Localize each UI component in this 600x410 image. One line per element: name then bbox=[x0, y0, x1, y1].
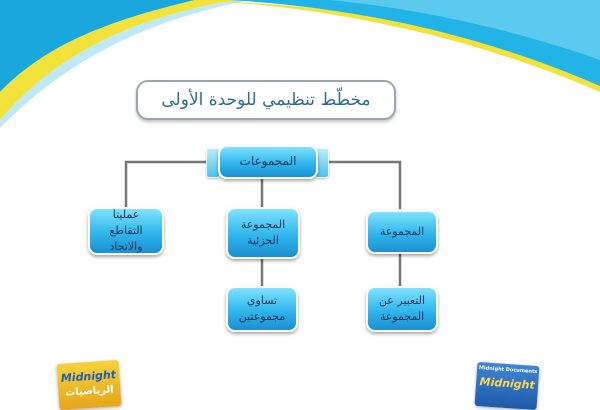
node-root-label: المجموعات bbox=[239, 154, 297, 169]
wave-blue-left bbox=[0, 0, 195, 92]
node-set: المجموعة bbox=[366, 210, 438, 254]
node-subset: المجموعة الجزئية bbox=[226, 207, 300, 259]
node-subset-label: المجموعة الجزئية bbox=[240, 218, 286, 247]
connector-root-sets bbox=[318, 160, 402, 210]
logo-left-brand: Midnight bbox=[60, 368, 117, 385]
node-operations: عمليتا التقاطع والاتحاد bbox=[88, 207, 164, 255]
logo-left-subtitle: الرياضيات bbox=[64, 384, 115, 399]
wave-lightblue-right bbox=[330, 0, 600, 60]
logo-right-brand: Midnight bbox=[479, 375, 536, 392]
node-equal-sets: تساوي مجموعتين bbox=[226, 286, 298, 332]
node-expressing-set: التعبير عن المجموعة bbox=[366, 286, 438, 332]
node-expressing-set-label: التعبير عن المجموعة bbox=[378, 294, 426, 323]
node-operations-label: عمليتا التقاطع والاتحاد bbox=[109, 208, 143, 253]
logo-right-subtitle: Midnight Documents bbox=[478, 365, 538, 376]
diagram-title-text: مخطّط تنظيمي للوحدة الأولى bbox=[161, 90, 371, 110]
connector-root-operations bbox=[124, 160, 215, 210]
diagram-title: مخطّط تنظيمي للوحدة الأولى bbox=[136, 80, 396, 120]
node-set-label: المجموعة bbox=[379, 225, 425, 239]
node-root-sets: المجموعات bbox=[218, 145, 318, 179]
logo-book-right: Midnight Documents Midnight bbox=[474, 361, 540, 410]
node-equal-sets-label: تساوي مجموعتين bbox=[238, 294, 286, 323]
logo-book-left: Midnight الرياضيات bbox=[56, 359, 122, 410]
wave-yellow-left bbox=[0, 0, 235, 120]
